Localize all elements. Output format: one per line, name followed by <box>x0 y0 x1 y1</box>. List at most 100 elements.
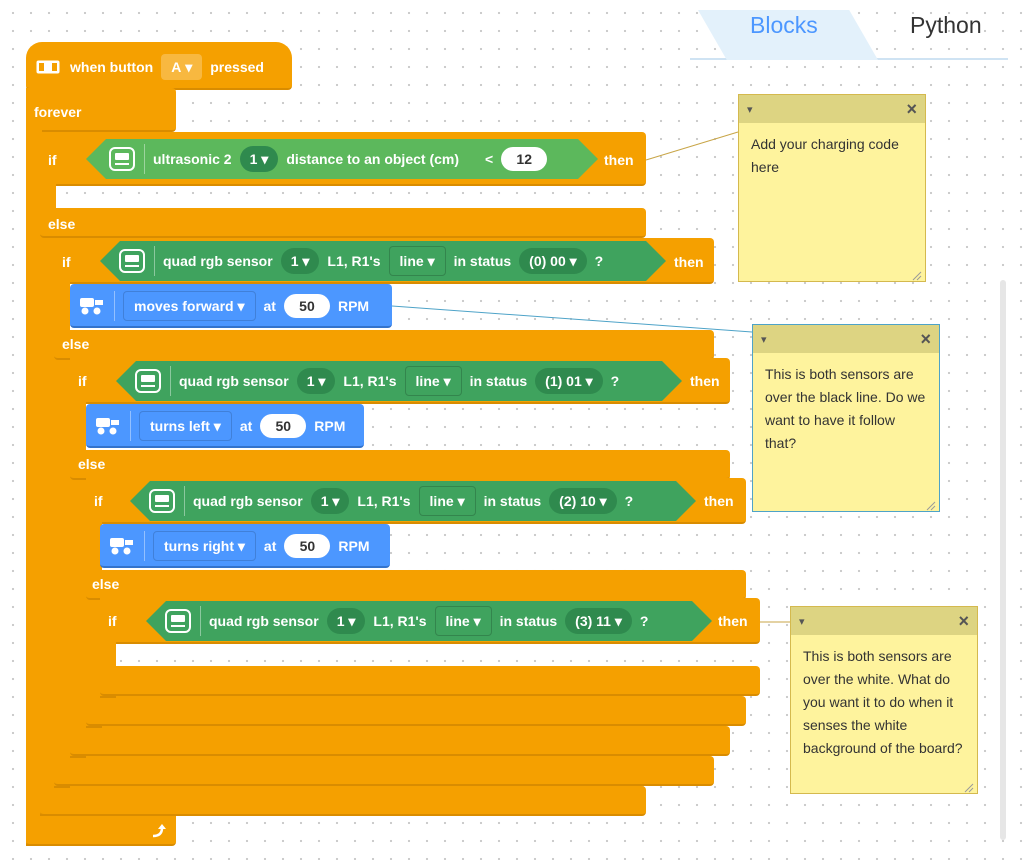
if-label-2: if <box>62 254 71 270</box>
quad-port-dropdown[interactable]: 1 ▾ <box>327 608 366 634</box>
note-header[interactable]: ▾ × <box>739 95 925 123</box>
collapse-icon[interactable]: ▾ <box>747 103 753 116</box>
question-label: ? <box>639 613 649 629</box>
button-dropdown[interactable]: A ▾ <box>161 54 203 80</box>
if-label-4: if <box>94 493 103 509</box>
distance-threshold-input[interactable]: 12 <box>501 147 547 171</box>
motor-icon <box>108 533 136 559</box>
if-bottom-4 <box>86 696 746 726</box>
motor-forward-row: moves forward ▾ at 50 RPM <box>78 291 369 321</box>
speed-input[interactable]: 50 <box>260 414 307 438</box>
port-value: 1 <box>290 253 299 269</box>
quad-condition-2[interactable]: quad rgb sensor 1 ▾ L1, R1's line ▾ in s… <box>116 361 682 401</box>
if-label-3: if <box>78 373 87 389</box>
mode-dropdown[interactable]: line ▾ <box>435 606 492 636</box>
chevron-down-icon: ▾ <box>457 492 465 509</box>
direction-dropdown-left[interactable]: turns left ▾ <box>139 411 232 441</box>
direction-dropdown-right[interactable]: turns right ▾ <box>153 531 256 561</box>
quad-label: quad rgb sensor <box>193 493 303 509</box>
sensor-icon <box>134 368 162 394</box>
comment-note-3[interactable]: ▾ × This is both sensors are over the wh… <box>790 606 978 794</box>
chevron-down-icon: ▾ <box>237 297 245 314</box>
ultrasonic-condition[interactable]: ultrasonic 2 1 ▾ distance to an object (… <box>86 139 598 179</box>
in-status-label: in status <box>453 253 512 269</box>
direction-value: turns left <box>150 418 210 434</box>
note-header[interactable]: ▾ × <box>791 607 977 635</box>
chevron-down-icon: ▾ <box>585 372 593 389</box>
else-label-1: else <box>48 216 76 232</box>
note-text[interactable]: This is both sensors are over the white.… <box>803 648 963 756</box>
chevron-down-icon: ▾ <box>302 252 310 269</box>
close-icon[interactable]: × <box>920 328 931 349</box>
chevron-down-icon: ▾ <box>261 150 269 167</box>
comment-note-2[interactable]: ▾ × This is both sensors are over the bl… <box>752 324 940 512</box>
quad-condition-1[interactable]: quad rgb sensor 1 ▾ L1, R1's line ▾ in s… <box>100 241 666 281</box>
then-label-1: then <box>604 152 634 168</box>
status-dropdown[interactable]: (0) 00 ▾ <box>519 248 587 274</box>
motor-icon <box>78 293 106 319</box>
speed-input[interactable]: 50 <box>284 534 331 558</box>
chevron-down-icon: ▾ <box>237 537 245 554</box>
port-value: 1 <box>336 613 345 629</box>
forever-block[interactable] <box>26 88 176 132</box>
if-arm-2 <box>54 238 70 788</box>
pressed-label: pressed <box>210 59 264 75</box>
speed-input[interactable]: 50 <box>283 294 330 318</box>
at-label: at <box>263 298 276 314</box>
at-label: at <box>239 418 253 434</box>
hat-block[interactable] <box>26 42 292 90</box>
close-icon[interactable]: × <box>906 98 917 119</box>
collapse-icon[interactable]: ▾ <box>799 615 805 628</box>
scrollbar[interactable] <box>1000 280 1006 840</box>
mode-dropdown[interactable]: line ▾ <box>405 366 462 396</box>
hat-label: when button <box>70 59 154 75</box>
chevron-down-icon: ▾ <box>614 612 622 629</box>
resize-handle-icon[interactable] <box>926 498 936 511</box>
quad-port-dropdown[interactable]: 1 ▾ <box>297 368 336 394</box>
else-bar-4 <box>86 570 746 600</box>
direction-dropdown-forward[interactable]: moves forward ▾ <box>123 291 256 321</box>
sensor-label: L1, R1's <box>343 373 397 389</box>
note-text[interactable]: This is both sensors are over the black … <box>765 366 926 451</box>
if-arm-3 <box>70 358 86 758</box>
in-status-label: in status <box>499 613 558 629</box>
direction-value: moves forward <box>134 298 234 314</box>
comment-note-1[interactable]: ▾ × Add your charging code here <box>738 94 926 282</box>
chevron-down-icon: ▾ <box>332 492 340 509</box>
status-dropdown[interactable]: (2) 10 ▾ <box>549 488 617 514</box>
sensor-icon <box>108 146 136 172</box>
note-text[interactable]: Add your charging code here <box>751 136 899 175</box>
port-value: 1 <box>306 373 315 389</box>
ultrasonic-port-dropdown[interactable]: 1 ▾ <box>240 146 279 172</box>
quad-label: quad rgb sensor <box>179 373 289 389</box>
if-bottom-3 <box>70 726 730 756</box>
note-header[interactable]: ▾ × <box>753 325 939 353</box>
then-label-5: then <box>718 613 748 629</box>
else-label-3: else <box>78 456 106 472</box>
less-than-label: < <box>485 151 494 167</box>
quad-port-dropdown[interactable]: 1 ▾ <box>281 248 320 274</box>
if-bottom-2 <box>54 756 714 786</box>
chevron-down-icon: ▾ <box>599 492 607 509</box>
sensor-label: L1, R1's <box>373 613 427 629</box>
sensor-icon <box>118 248 146 274</box>
if-label-5: if <box>108 613 117 629</box>
resize-handle-icon[interactable] <box>912 268 922 281</box>
else-label-2: else <box>62 336 90 352</box>
rpm-label: RPM <box>314 418 346 434</box>
quad-condition-3[interactable]: quad rgb sensor 1 ▾ L1, R1's line ▾ in s… <box>130 481 696 521</box>
port-value: 1 <box>249 151 258 167</box>
quad-port-dropdown[interactable]: 1 ▾ <box>311 488 350 514</box>
mode-dropdown[interactable]: line ▾ <box>419 486 476 516</box>
status-dropdown[interactable]: (3) 11 ▾ <box>565 608 632 634</box>
quad-condition-4[interactable]: quad rgb sensor 1 ▾ L1, R1's line ▾ in s… <box>146 601 712 641</box>
collapse-icon[interactable]: ▾ <box>761 333 767 346</box>
tab-blocks[interactable]: Blocks <box>750 12 818 38</box>
mode-dropdown[interactable]: line ▾ <box>389 246 446 276</box>
chevron-down-icon: ▾ <box>213 417 221 434</box>
status-dropdown[interactable]: (1) 01 ▾ <box>535 368 603 394</box>
close-icon[interactable]: × <box>958 610 969 631</box>
resize-handle-icon[interactable] <box>964 780 974 793</box>
tab-python[interactable]: Python <box>910 12 982 38</box>
if-label-1: if <box>48 152 57 168</box>
